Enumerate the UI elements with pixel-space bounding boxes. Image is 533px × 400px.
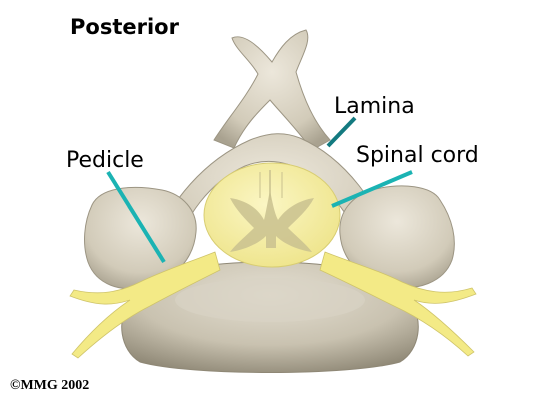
spinal-cord-grey-matter: [230, 190, 314, 252]
vertebral-body-top-surface: [175, 278, 365, 322]
spinous-process: [213, 29, 331, 151]
copyright-text: ©MMG 2002: [10, 378, 89, 393]
spinal-cord-pointer-line: [331, 170, 413, 208]
lamina-pointer-line: [326, 116, 357, 148]
lamina-label: Lamina: [334, 94, 415, 119]
left-articular-process: [84, 186, 197, 290]
right-nerve-root: [319, 251, 477, 357]
pedicle-label: Pedicle: [66, 148, 144, 173]
spinal-cord-label: Spinal cord: [356, 143, 479, 168]
posterior-label: Posterior: [70, 15, 180, 39]
left-nerve-root: [69, 251, 221, 359]
pedicle-pointer-line: [106, 170, 166, 264]
